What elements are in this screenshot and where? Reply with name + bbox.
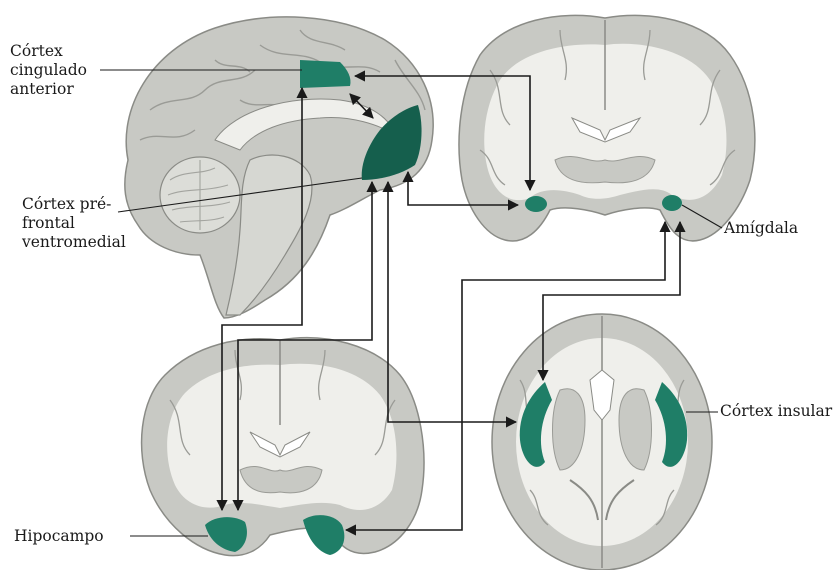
label-acc-line-2: cingulado: [10, 61, 87, 80]
label-anterior-cingulate-cortex: Córtex cingulado anterior: [10, 42, 87, 99]
amygdala-right: [662, 195, 682, 211]
amygdala-left: [525, 196, 547, 212]
label-vmpfc-line-2: frontal: [22, 214, 126, 233]
label-vmpfc-line-3: ventromedial: [22, 233, 126, 252]
coronal-brain-section-bottom: [142, 338, 424, 556]
axial-brain-section: [492, 314, 712, 570]
label-insular-cortex: Córtex insular: [720, 402, 832, 421]
label-acc-line-3: anterior: [10, 80, 87, 99]
sagittal-brain-section: [125, 17, 433, 318]
coronal-brain-section-top: [459, 15, 755, 241]
label-hippocampus: Hipocampo: [14, 527, 104, 546]
label-ventromedial-prefrontal-cortex: Córtex pré- frontal ventromedial: [22, 195, 126, 252]
hippocampus-right: [303, 515, 344, 555]
label-acc-line-1: Córtex: [10, 42, 87, 61]
label-amygdala: Amígdala: [724, 219, 798, 238]
cerebellum: [160, 157, 240, 233]
label-vmpfc-line-1: Córtex pré-: [22, 195, 126, 214]
